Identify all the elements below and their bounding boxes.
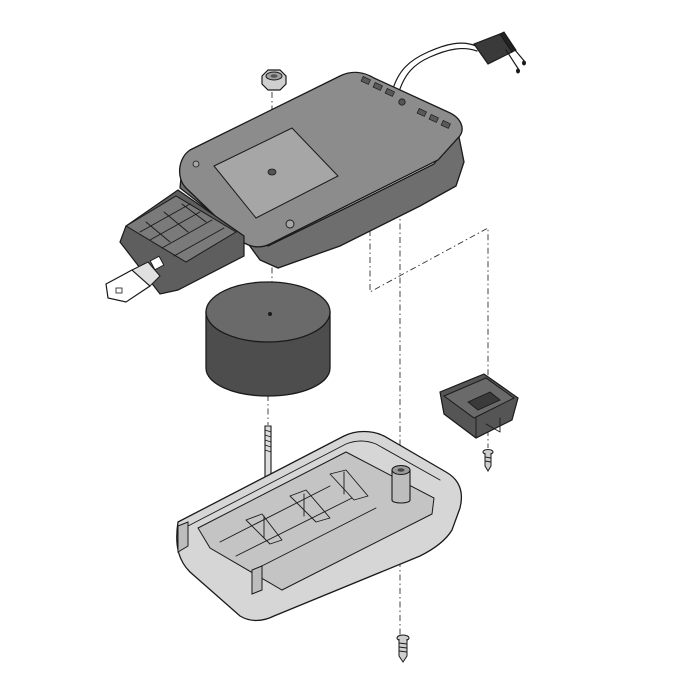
nut-icon — [261, 69, 287, 91]
screw-icon — [482, 449, 494, 472]
screw-icon — [396, 634, 410, 663]
clip-icon — [439, 373, 519, 439]
tray-icon — [176, 430, 463, 622]
plug-icon — [391, 31, 526, 96]
connector-icon — [105, 189, 245, 303]
cylinder-icon — [205, 281, 331, 397]
housing-icon — [179, 71, 465, 269]
